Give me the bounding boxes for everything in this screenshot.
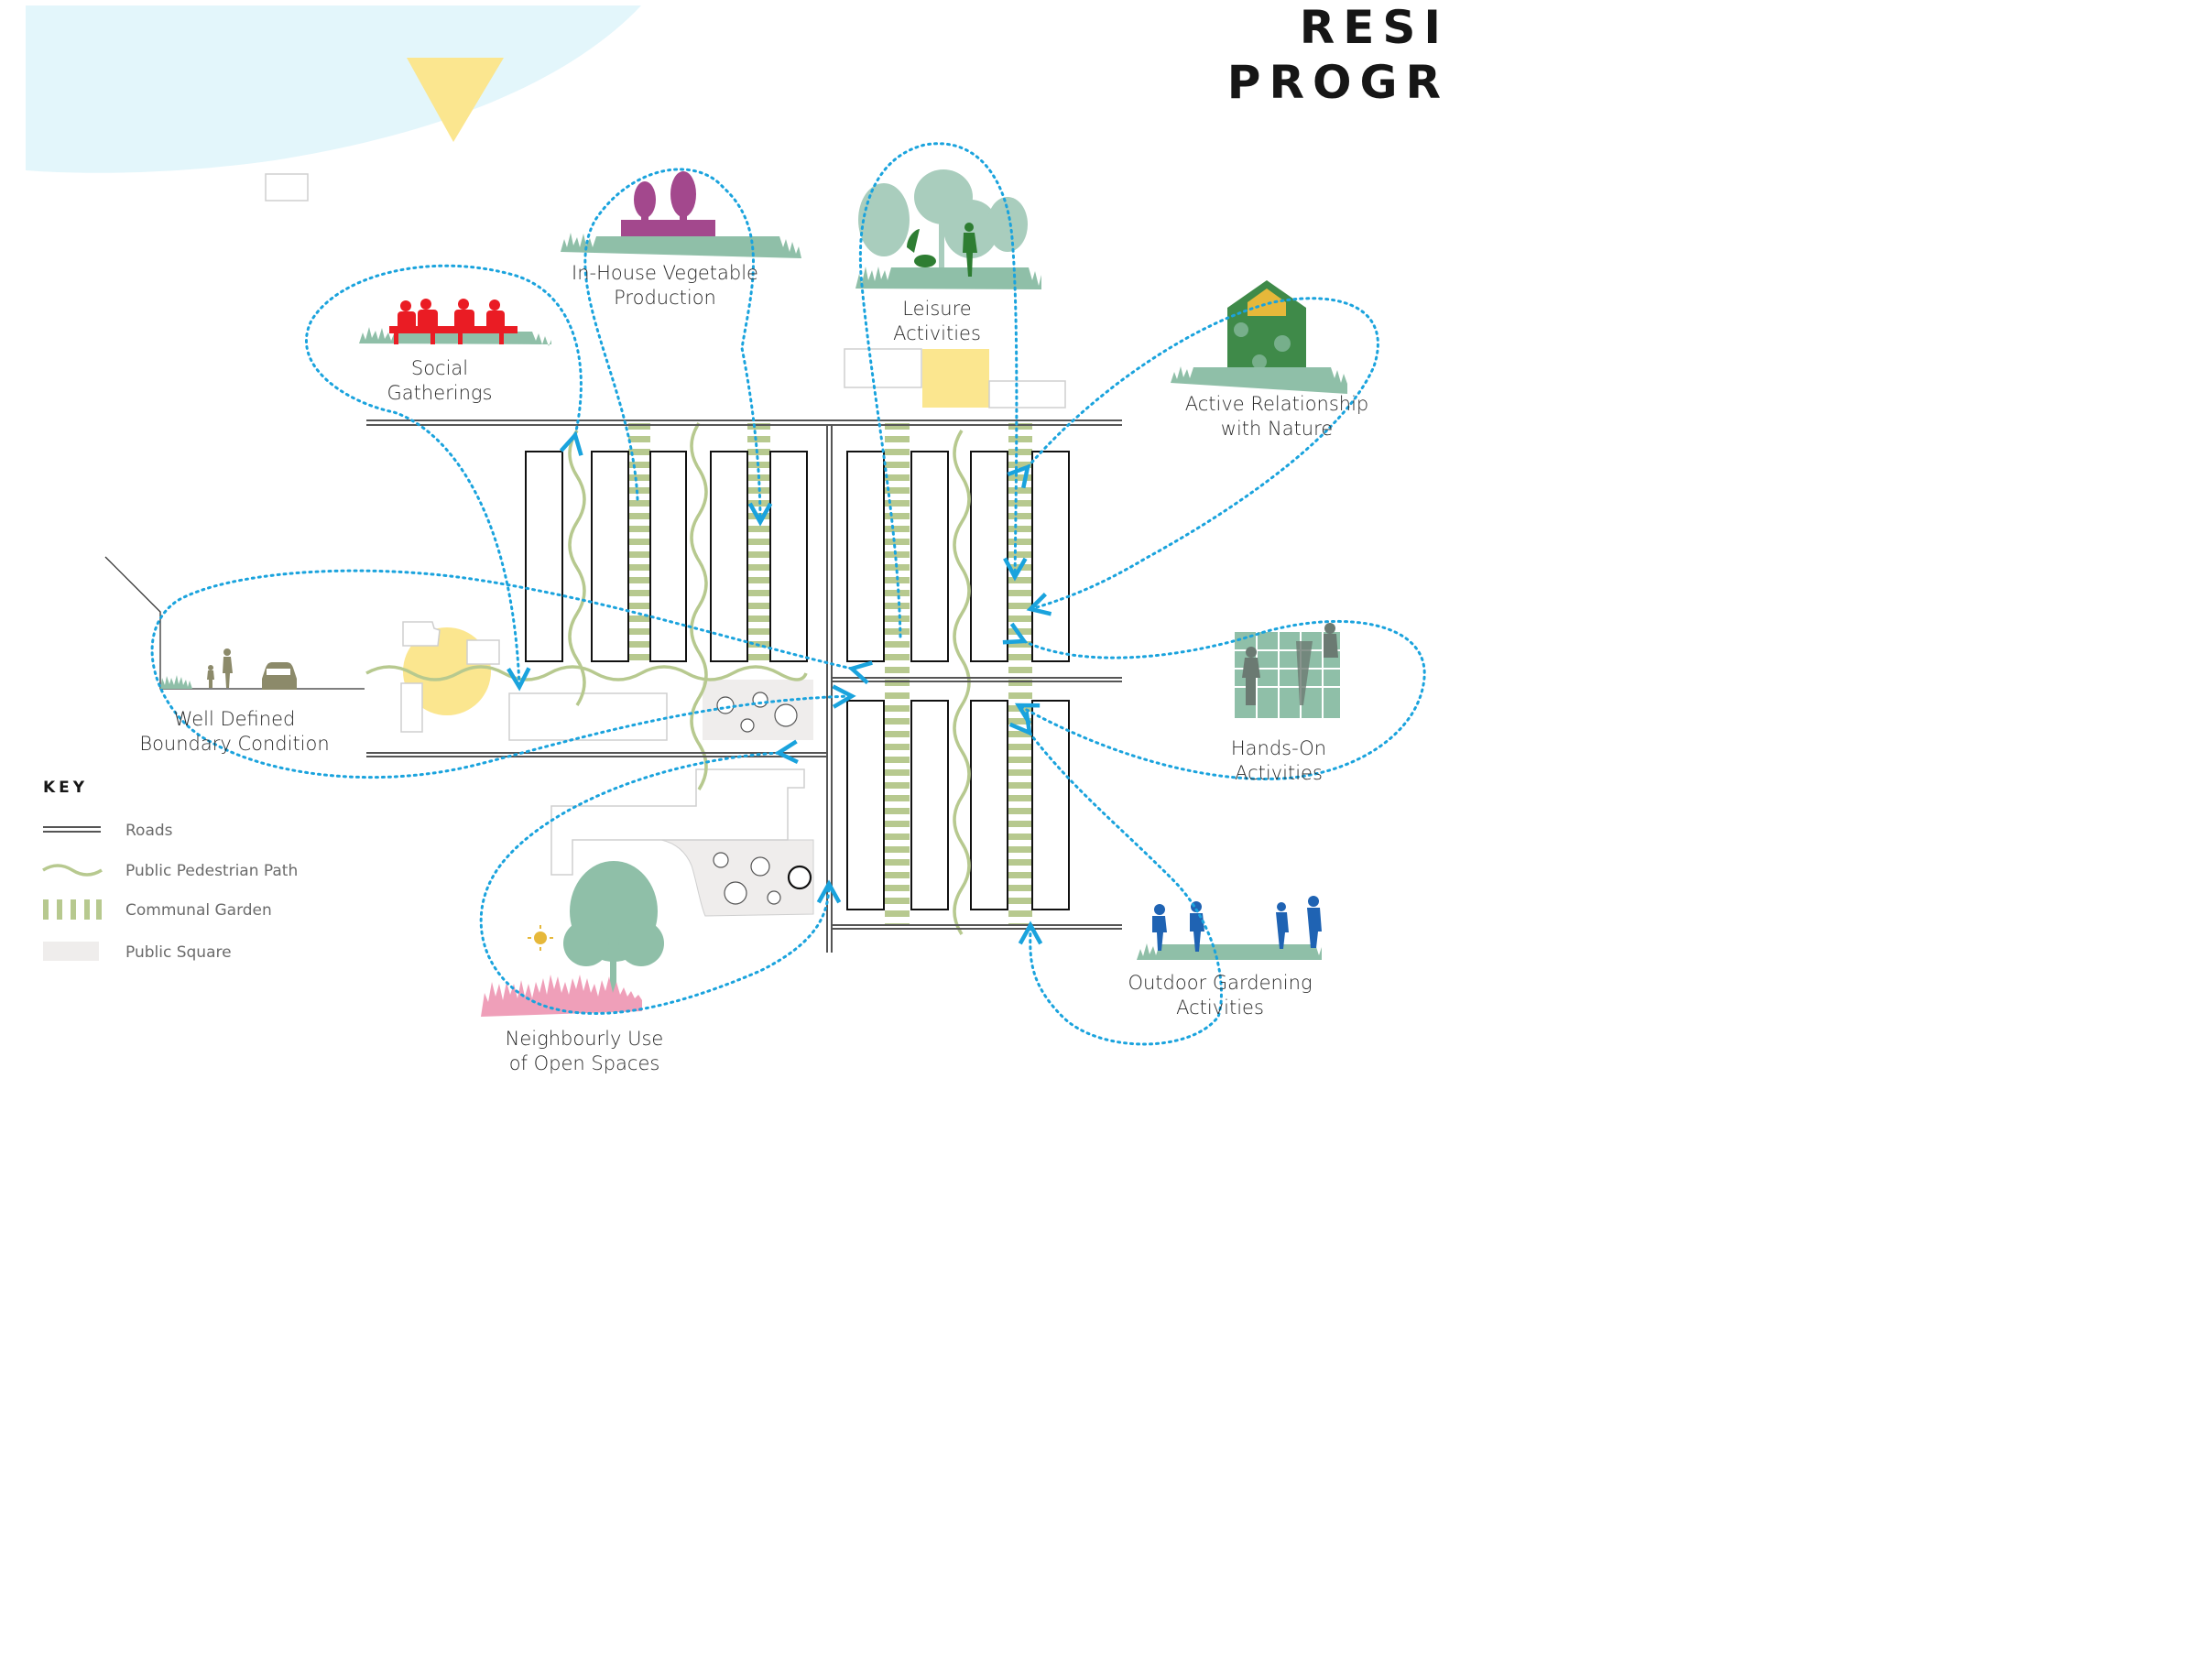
key-item-communal-garden: Communal Garden — [125, 901, 272, 920]
title-line-2: PROGR — [1226, 56, 1449, 109]
key-item-roads: Roads — [125, 822, 173, 840]
sky-area — [26, 5, 641, 173]
key-title: KEY — [43, 779, 89, 797]
site-plan-diagram — [26, 5, 1426, 1046]
outdoor-gardening-icon — [1137, 896, 1322, 960]
public-square-symbol — [43, 942, 99, 961]
title-line-1: RESI — [1299, 1, 1449, 54]
roads-symbol — [43, 826, 101, 833]
building-yellow — [922, 349, 989, 408]
activity-flow-loops — [150, 142, 1426, 1046]
key-symbols — [42, 826, 103, 961]
small-building-outline — [265, 173, 309, 202]
pedestrian-path-symbol — [42, 864, 103, 877]
nature-house-icon — [1171, 280, 1347, 394]
house-blocks — [525, 451, 1070, 910]
key-item-pedestrian-path: Public Pedestrian Path — [125, 862, 299, 880]
neighbourly-use-icon — [481, 861, 664, 1017]
sun-triangle — [407, 58, 504, 142]
small-buildings-west — [400, 621, 668, 741]
building-outline — [844, 348, 922, 388]
leisure-activities-icon — [855, 169, 1041, 289]
key-item-public-square: Public Square — [125, 943, 232, 962]
communal-garden-symbol — [43, 899, 102, 920]
page-title: RESI PROGR — [1227, 0, 1449, 110]
building-outline — [988, 380, 1066, 409]
vegetable-production-icon — [561, 171, 801, 258]
hands-on-activities-icon — [1235, 623, 1340, 718]
boundary-section — [104, 556, 365, 690]
social-gathering-icon — [359, 299, 551, 346]
